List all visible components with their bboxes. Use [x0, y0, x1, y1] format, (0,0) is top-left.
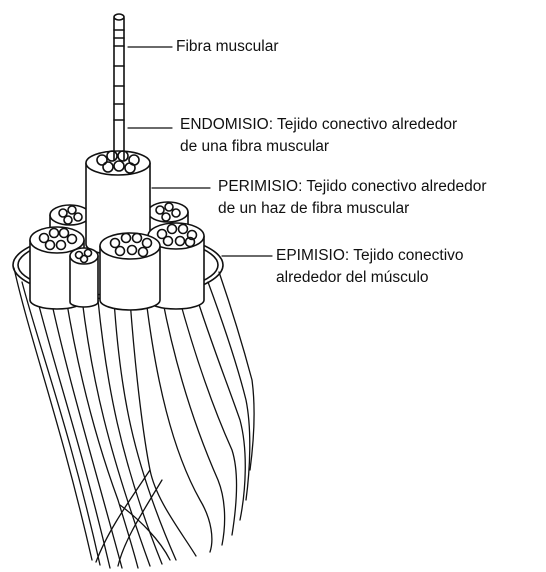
label-epimisio-line2: alrededor del músculo — [276, 267, 464, 289]
label-fibra-line1: Fibra muscular — [176, 36, 279, 58]
label-perimisio: PERIMISIO: Tejido conectivo alrededor de… — [218, 176, 487, 220]
muscle-fiber — [114, 14, 124, 160]
label-perimisio-line1: PERIMISIO: Tejido conectivo alrededor — [218, 176, 487, 198]
muscle-fibers — [14, 268, 254, 568]
label-perimisio-line2: de un haz de fibra muscular — [218, 198, 487, 220]
label-epimisio: EPIMISIO: Tejido conectivo alrededor del… — [276, 245, 464, 289]
fascicle-small-center — [70, 248, 98, 307]
label-endomisio-line2: de una fibra muscular — [180, 136, 457, 158]
label-endomisio-line1: ENDOMISIO: Tejido conectivo alrededor — [180, 114, 457, 136]
label-epimisio-line1: EPIMISIO: Tejido conectivo — [276, 245, 464, 267]
label-endomisio: ENDOMISIO: Tejido conectivo alrededor de… — [180, 114, 457, 158]
fascicle-front — [100, 233, 160, 310]
label-fibra-muscular: Fibra muscular — [176, 36, 279, 58]
